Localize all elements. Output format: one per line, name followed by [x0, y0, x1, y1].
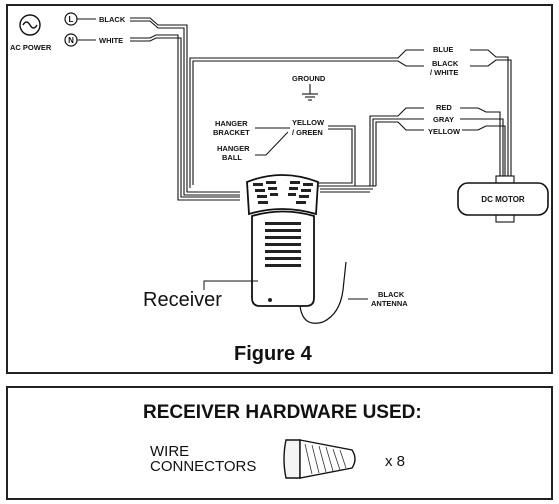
hanger-ball-label-2: BALL [222, 153, 242, 162]
white-wire-label: WHITE [99, 36, 123, 45]
hardware-panel [6, 386, 553, 500]
yellow-green-label-1: YELLOW [292, 118, 325, 127]
hardware-item-label-1: WIRE [150, 443, 189, 460]
ac-power-icon [19, 14, 41, 36]
wire-connector-icon [283, 439, 356, 479]
line-terminal-icon: L [64, 12, 78, 26]
hardware-quantity: x 8 [385, 453, 405, 470]
antenna-wire [299, 261, 347, 324]
ground-label: GROUND [292, 74, 326, 83]
black-white-wire-label-2: / WHITE [430, 68, 458, 77]
blue-wire-label: BLUE [433, 45, 453, 54]
ground-icon [302, 84, 318, 101]
receiver-vent-icon [253, 181, 313, 204]
hanger-leader-lines [255, 127, 290, 156]
receiver-label: Receiver [143, 289, 222, 311]
neutral-terminal-icon: N [64, 33, 78, 47]
hardware-item-label-2: CONNECTORS [150, 458, 256, 475]
receiver-unit [246, 174, 319, 307]
motor-wires [189, 49, 512, 193]
antenna-label-1: BLACK [378, 290, 405, 299]
svg-text:L: L [69, 15, 74, 24]
hanger-bracket-label-2: BRACKET [213, 128, 250, 137]
supply-wires [77, 17, 240, 201]
gray-wire-label: GRAY [433, 115, 454, 124]
yellow-green-label-2: / GREEN [292, 128, 323, 137]
receiver-grille [265, 222, 301, 267]
dc-motor-label: DC MOTOR [481, 195, 525, 204]
black-wire-label: BLACK [99, 15, 126, 24]
dc-motor: DC MOTOR [457, 175, 549, 223]
black-white-wire-label-1: BLACK [432, 59, 459, 68]
svg-text:N: N [68, 36, 74, 45]
ground-wire [318, 125, 356, 187]
hardware-title: RECEIVER HARDWARE USED: [143, 402, 422, 423]
hanger-ball-label-1: HANGER [217, 144, 250, 153]
hanger-bracket-label-1: HANGER [215, 119, 248, 128]
red-wire-label: RED [436, 103, 452, 112]
yellow-wire-label: YELLOW [428, 127, 461, 136]
figure-caption: Figure 4 [234, 343, 313, 365]
antenna-label-2: ANTENNA [371, 299, 408, 308]
ac-power-label: AC POWER [10, 43, 52, 52]
receiver-leader-line [203, 280, 258, 290]
